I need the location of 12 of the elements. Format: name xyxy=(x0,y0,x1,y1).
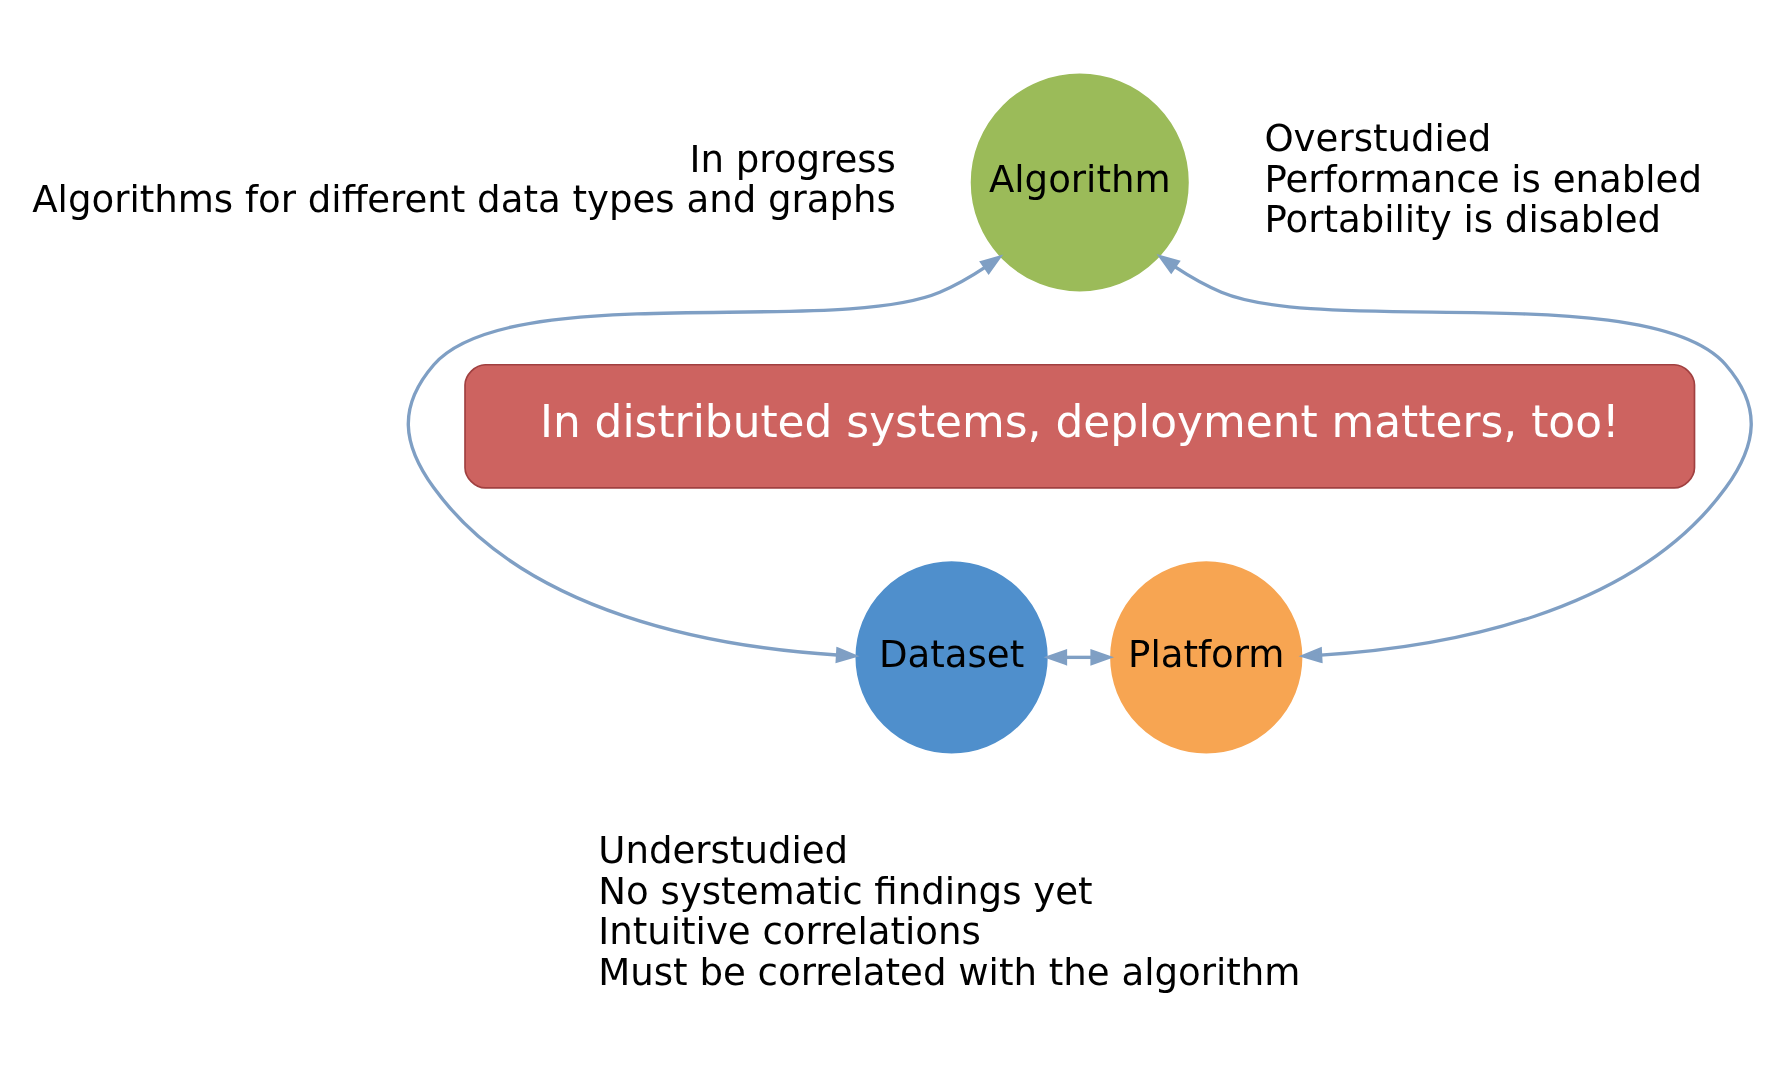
label: Overstudied xyxy=(1264,116,1492,160)
label: In progress xyxy=(689,137,896,181)
label: No systematic findings yet xyxy=(598,869,1093,913)
arrow xyxy=(406,254,1004,663)
label: Understudied xyxy=(598,828,849,872)
node-circle: Algorithm xyxy=(969,71,1191,293)
node-circle: Dataset xyxy=(853,559,1050,755)
label: Must be correlated with the algorithm xyxy=(598,950,1301,994)
node-circle: Platform xyxy=(1108,559,1305,755)
arrow xyxy=(1043,648,1115,666)
arrow xyxy=(1156,253,1753,663)
node-box: In distributed systems, deployment matters, too! xyxy=(464,363,1696,489)
